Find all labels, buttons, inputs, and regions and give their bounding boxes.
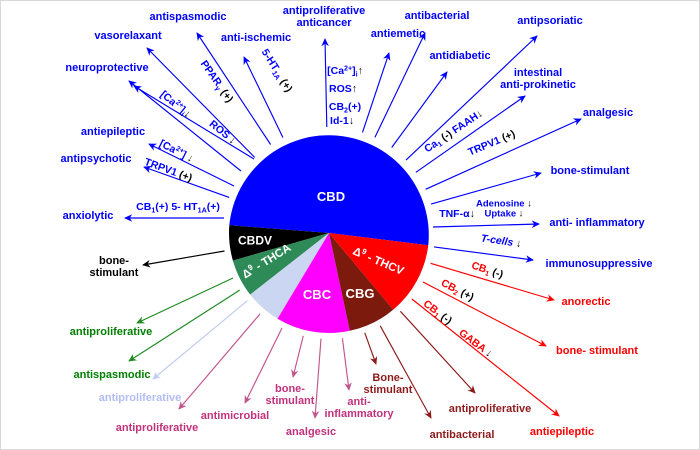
effect-bone-stimulant-cbdv: bone-stimulant — [89, 254, 139, 279]
ray-antibacterial-cbd — [374, 32, 426, 138]
slice-cbc — [277, 233, 350, 333]
effect-antiproliferative-thca: antiproliferative — [69, 325, 153, 338]
effect-immunosuppressive: immunosuppressive — [545, 257, 653, 270]
pie-chart — [228, 135, 429, 333]
effect-antispasmodic-thca: antispasmodic — [73, 368, 151, 381]
effect-bone-stimulant-cbg: Bone-stimulant — [363, 371, 413, 396]
ray-neuroprotective-ros — [133, 85, 255, 160]
effect-anti-ischemic: anti-ischemic — [220, 31, 292, 44]
ray-antimicrobial — [244, 327, 283, 404]
slice-cbdv — [228, 225, 329, 261]
effect-bone-stimulant-cbc: bone-stimulant — [265, 382, 315, 407]
effect-antibacterial-cbd: antibacterial — [404, 9, 470, 22]
ray-immunosuppressive — [434, 246, 534, 263]
ray-neuroprotective-ca — [128, 80, 242, 172]
slice-d9-thcv — [329, 233, 429, 310]
slice-label-cbd: CBD — [316, 188, 346, 204]
ray-antiepileptic-cbd — [148, 143, 235, 187]
effect-anti-inflammatory-cbc: anti-inflammatory — [324, 395, 394, 420]
effect-anorectic: anorectic — [561, 295, 611, 308]
ray-analgesic-cbc — [311, 338, 322, 419]
ray-antiepileptic-thcv — [411, 298, 560, 417]
ray-anorectic — [430, 262, 555, 302]
ray-anti-inflammatory-cbd — [432, 220, 540, 228]
slice-d9-thca — [232, 233, 329, 295]
effect-antispasmodic-cbd: antispasmodic — [149, 10, 227, 23]
ray-anti-prokinetic — [415, 95, 526, 173]
mech-adenosine: Adenosine ↓Uptake ↓ — [476, 198, 532, 220]
ray-antiproliferative-cbg — [399, 310, 476, 394]
effect-anxiolytic: anxiolytic — [62, 209, 114, 222]
mech-id1-down: Id-1↓ — [330, 115, 354, 128]
effect-anti-inflammatory-cbd: anti- inflammatory — [549, 216, 645, 229]
effect-antiemetic: antiemetic — [370, 27, 426, 40]
effect-antiproliferative-cbg: antiproliferative — [448, 402, 532, 415]
ray-bone-stimulant-cbc — [291, 335, 304, 378]
mech-tnf: TNF-α↓ — [439, 208, 475, 221]
ray-antibacterial-cbg — [379, 325, 432, 419]
effect-antiepileptic-cbd: antiepileptic — [80, 125, 146, 138]
effect-analgesic-cbc: analgesic — [285, 425, 337, 438]
effect-arrows — [124, 32, 582, 419]
effect-analgesic-cbd: analgesic — [582, 106, 634, 119]
effect-antipsoriatic: antipsoriatic — [517, 14, 583, 27]
ray-anti-inflammatory-cbc — [341, 338, 352, 391]
ray-anticancer — [321, 38, 329, 128]
ray-antipsychotic — [143, 165, 230, 198]
effect-antiproliferative-cbc: antiproliferative — [115, 421, 199, 434]
ray-antipsoriatic — [405, 35, 538, 161]
ray-antiproliferative-lav — [152, 300, 248, 380]
slice-label-cbc: CBC — [302, 286, 332, 302]
ray-bone-stimulant-cbd — [430, 171, 542, 205]
ray-vasorelaxant — [146, 47, 256, 158]
mech-ros-up: ROS↑ — [328, 83, 358, 96]
effect-antibacterial-cbg: antibacterial — [429, 428, 495, 441]
mech-cb2-top: CB2(+) — [328, 101, 362, 115]
ray-antiemetic — [361, 52, 391, 133]
ray-anti-ischemic — [243, 56, 284, 138]
slice-label-cbdv: CBDV — [237, 233, 273, 248]
effect-neuroprotective: neuroprotective — [65, 61, 149, 74]
slice-cbd — [229, 135, 429, 246]
mech-cb1-5ht1a: CB1(+) 5- HT1A(+) — [136, 201, 220, 215]
ray-antidiabetic — [391, 71, 448, 148]
ray-bone-stimulant-thcv — [422, 281, 547, 347]
effect-bone-stimulant-cbd: bone-stimulant — [550, 164, 630, 177]
ray-antiproliferative-thca — [136, 277, 234, 324]
effect-antidiabetic: antidiabetic — [429, 49, 491, 62]
ray-analgesic-cbd — [425, 118, 582, 190]
effect-antiproliferative-lav: antiproliferative — [98, 391, 182, 404]
ray-bone-stimulant-cbdv — [142, 250, 225, 268]
effect-bone-stimulant-thcv: bone- stimulant — [556, 344, 638, 357]
mech-cai-up: [Ca2+]i↑ — [327, 64, 363, 79]
slice-cbg — [329, 233, 394, 331]
effect-antimicrobial: antimicrobial — [200, 409, 270, 422]
effect-antiepileptic-thcv: antiepileptic — [529, 425, 595, 438]
ray-bone-stimulant-cbg — [364, 332, 378, 365]
ray-antiproliferative-cbc — [178, 313, 261, 410]
slice-label-cbg: CBG — [345, 285, 375, 301]
ray-antispasmodic-cbd — [196, 32, 272, 145]
effect-antipsychotic: antipsychotic — [60, 152, 132, 165]
slice-unlabeled — [250, 233, 329, 319]
ray-antispasmodic-thca — [128, 289, 241, 362]
effect-vasorelaxant: vasorelaxant — [94, 29, 162, 42]
